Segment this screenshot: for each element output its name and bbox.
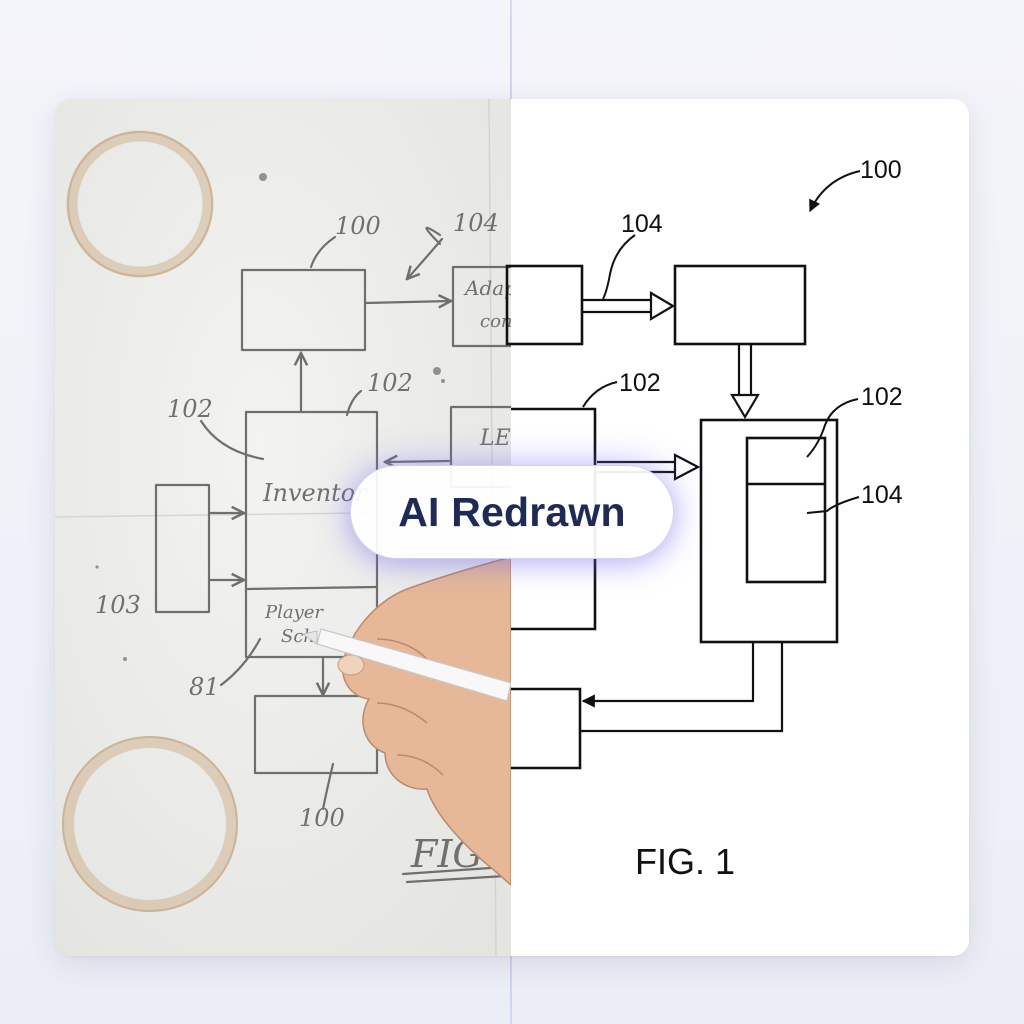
clean-box-input	[505, 264, 584, 346]
ai-redrawn-badge: AI Redrawn	[350, 465, 674, 559]
sketch-leader	[407, 237, 444, 279]
clean-box-top-right	[673, 264, 807, 346]
clean-ref-104-right: 104	[861, 481, 903, 509]
clean-arrow-horizontal-top	[582, 291, 676, 321]
clean-ref-104-top: 104	[621, 210, 663, 238]
clean-box-inner	[745, 436, 827, 584]
sketch-adap-label: Adap	[463, 276, 517, 300]
sketch-fig-underline	[401, 865, 507, 876]
sketch-ref-103: 103	[95, 591, 141, 619]
sketch-arrow	[385, 461, 451, 462]
ai-redrawn-label: AI Redrawn	[398, 488, 626, 535]
sketch-player-label: Player	[264, 602, 324, 623]
clean-side: 100 104 102 102 104 FIG. 1	[505, 99, 969, 956]
sketch-arrow	[363, 301, 451, 303]
sketch-sch-label: Sch	[281, 626, 315, 647]
ink-spots	[95, 173, 445, 661]
clean-leader-100	[809, 170, 861, 213]
coffee-stain-bottom	[62, 736, 238, 912]
clean-box-main	[699, 418, 839, 644]
sketch-leader	[199, 419, 265, 461]
sketch-leader	[425, 226, 442, 246]
clean-feedback-lines	[580, 642, 784, 733]
sketch-ref-104-top: 104	[453, 209, 499, 237]
sketch-leader	[309, 235, 337, 269]
clean-ref-102-right: 102	[861, 383, 903, 411]
sketch-leader	[345, 389, 363, 417]
sketch-leader	[321, 762, 335, 811]
sketch-ref-100-top: 100	[335, 212, 381, 240]
clean-fig-label: FIG. 1	[635, 841, 735, 882]
sketch-ref-100-bottom: 100	[299, 804, 345, 832]
clean-leader-104-right	[806, 496, 860, 514]
hand-with-pen	[301, 556, 512, 887]
sketch-side: 100 104 Adap con 102 102 LE Inventor Pla…	[55, 99, 517, 956]
sketch-fig-underline	[405, 874, 507, 884]
sketch-con-label: con	[480, 311, 513, 332]
clean-leader-102-right	[806, 398, 859, 458]
sketch-leader	[219, 637, 262, 687]
sketch-box-103	[154, 483, 211, 614]
sketch-ref-102-left: 102	[167, 395, 213, 423]
sketch-box-100	[240, 268, 367, 352]
sketch-ref-81: 81	[189, 673, 220, 701]
clean-leader-102-left	[582, 381, 618, 408]
sketch-le-label: LE	[479, 426, 511, 451]
clean-leader-104	[602, 234, 636, 300]
comparison-card: 100 104 Adap con 102 102 LE Inventor Pla…	[55, 99, 969, 956]
sketch-divider-line	[246, 585, 379, 591]
clean-ref-102-left: 102	[619, 369, 661, 397]
clean-ref-100: 100	[860, 156, 902, 184]
clean-arrow-vertical	[730, 345, 760, 420]
sketch-ref-102-mid: 102	[367, 369, 413, 397]
coffee-stain-top	[66, 130, 214, 278]
clean-box-bottom-left	[511, 687, 582, 770]
